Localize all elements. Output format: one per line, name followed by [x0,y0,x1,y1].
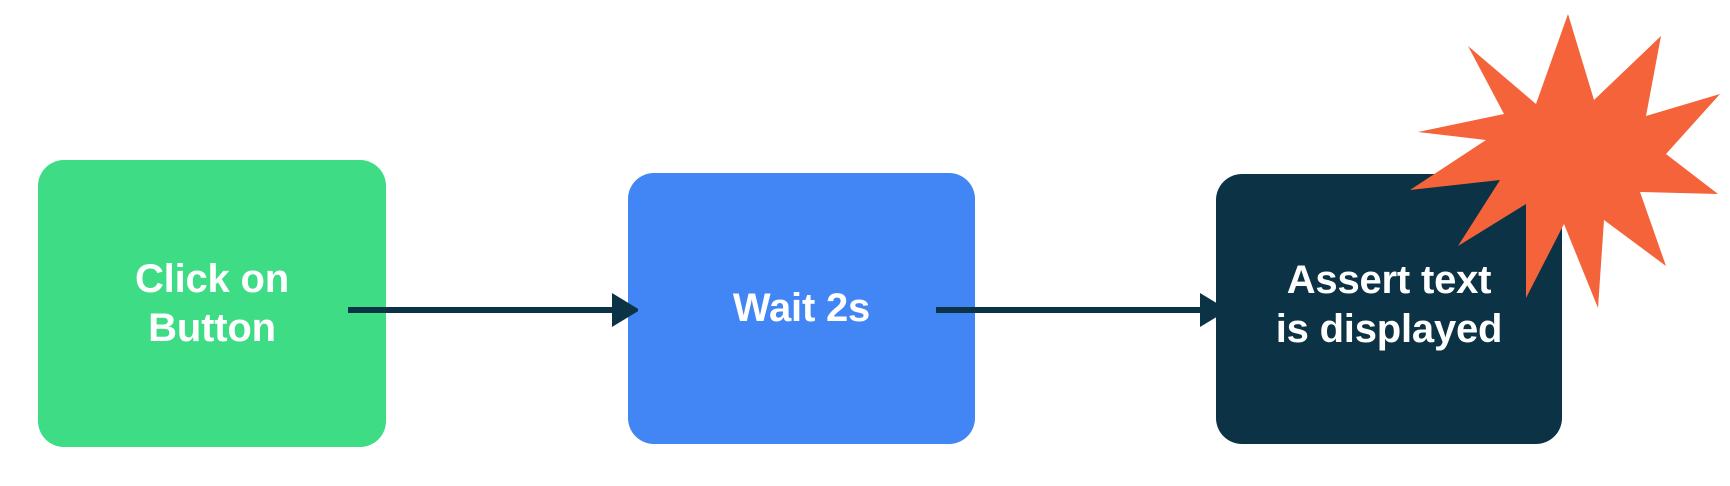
flow-node-assert-text-is-displayed[interactable]: Assert text is displayed [1216,174,1562,444]
flow-connector-arrow-1 [348,293,638,327]
flow-node-label: Click on Button [135,256,289,350]
flow-node-click-on-button[interactable]: Click on Button [38,160,386,447]
flow-connector-arrow-2 [936,293,1226,327]
flow-node-label: Wait 2s [732,286,871,331]
flow-node-wait-2s[interactable]: Wait 2s [628,173,975,444]
flow-node-label: Assert text is displayed [1275,258,1503,351]
